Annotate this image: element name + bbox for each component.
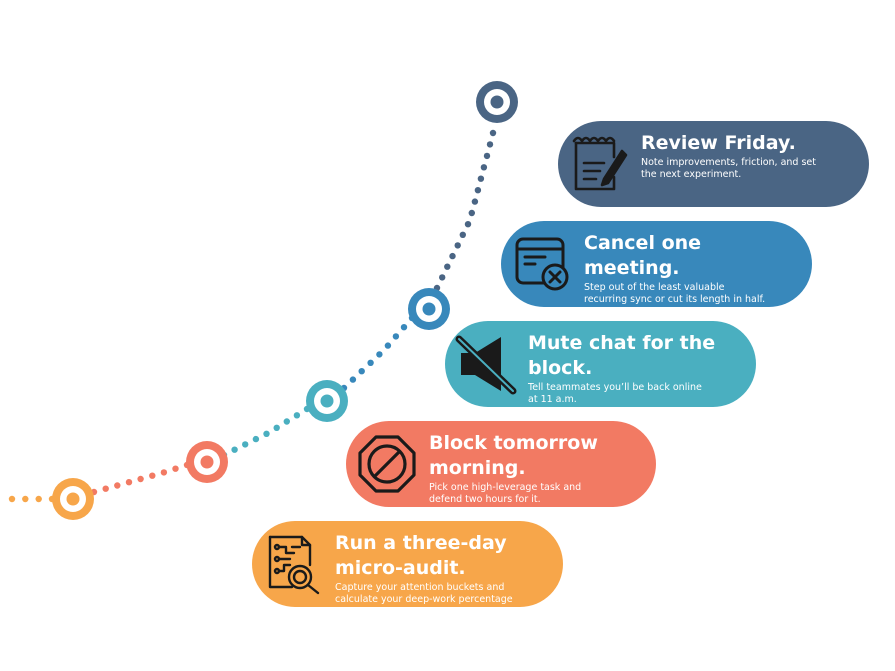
mute-icon <box>455 335 517 395</box>
search-document-icon <box>268 535 320 595</box>
path-dot <box>449 252 456 260</box>
step-card-mute-chat: Mute chat for the block. Tell teammates … <box>445 321 756 407</box>
path-dot <box>125 479 133 486</box>
path-dot <box>102 485 109 492</box>
milestone-marker <box>186 441 228 483</box>
step-title: Cancel one meeting. <box>584 232 702 279</box>
step-card-review-friday: Review Friday. Note improvements, fricti… <box>558 121 869 207</box>
path-dot <box>242 441 249 448</box>
path-dot <box>252 435 260 443</box>
path-dot <box>35 495 42 503</box>
path-dot <box>273 424 280 431</box>
step-title: Run a three-day micro-audit. <box>335 532 507 579</box>
step-desc: Capture your attention buckets and calcu… <box>335 582 513 605</box>
path-dot <box>22 495 29 503</box>
path-dot <box>358 368 365 375</box>
review-notes-icon <box>572 136 628 191</box>
path-dot <box>137 475 144 483</box>
step-card-cancel-meeting: Cancel one meeting. Step out of the leas… <box>501 221 812 307</box>
step-title: Review Friday. <box>641 132 796 154</box>
path-dot <box>392 333 400 340</box>
path-dot <box>483 152 491 160</box>
step-desc: Tell teammates you’ll be back online at … <box>528 382 702 405</box>
path-dot <box>149 472 156 479</box>
step-card-audit: Run a three-day micro-audit. Capture you… <box>252 521 563 607</box>
path-dot <box>8 495 16 503</box>
path-dot <box>114 482 121 489</box>
path-dot <box>367 359 374 366</box>
path-dot <box>486 141 494 148</box>
path-dot <box>376 351 383 358</box>
step-title: Mute chat for the block. <box>528 332 716 379</box>
path-markers <box>52 81 518 520</box>
path-dot <box>293 412 301 419</box>
step-card-block-morning: Block tomorrow morning. Pick one high-le… <box>346 421 656 507</box>
path-dot <box>454 242 461 249</box>
path-dot <box>468 209 475 217</box>
step-title: Block tomorrow morning. <box>429 432 598 479</box>
step-desc: Step out of the least valuable recurring… <box>584 282 766 305</box>
path-dot <box>474 187 482 194</box>
path-dot <box>349 376 357 383</box>
step-desc: Pick one high-leverage task and defend t… <box>429 482 582 505</box>
cancel-calendar-icon <box>515 237 569 291</box>
path-dot <box>477 175 485 182</box>
path-dot <box>459 231 466 238</box>
path-dot <box>439 274 446 281</box>
path-dot <box>231 446 238 453</box>
path-dot <box>400 324 408 331</box>
path-dot <box>160 469 168 476</box>
path-dot <box>471 198 479 205</box>
path-dot <box>172 465 179 472</box>
step-desc: Note improvements, friction, and set the… <box>641 157 817 180</box>
milestone-marker <box>306 380 348 422</box>
path-dot <box>444 263 451 270</box>
path-dot <box>480 164 488 171</box>
stop-sign-icon <box>358 435 416 493</box>
path-dot <box>283 418 290 425</box>
milestone-marker <box>52 478 94 520</box>
path-dot <box>384 342 392 349</box>
milestone-marker <box>408 288 450 330</box>
path-dot <box>464 221 472 228</box>
path-dot <box>489 129 497 137</box>
milestone-marker <box>476 81 518 123</box>
path-dot <box>263 430 270 437</box>
